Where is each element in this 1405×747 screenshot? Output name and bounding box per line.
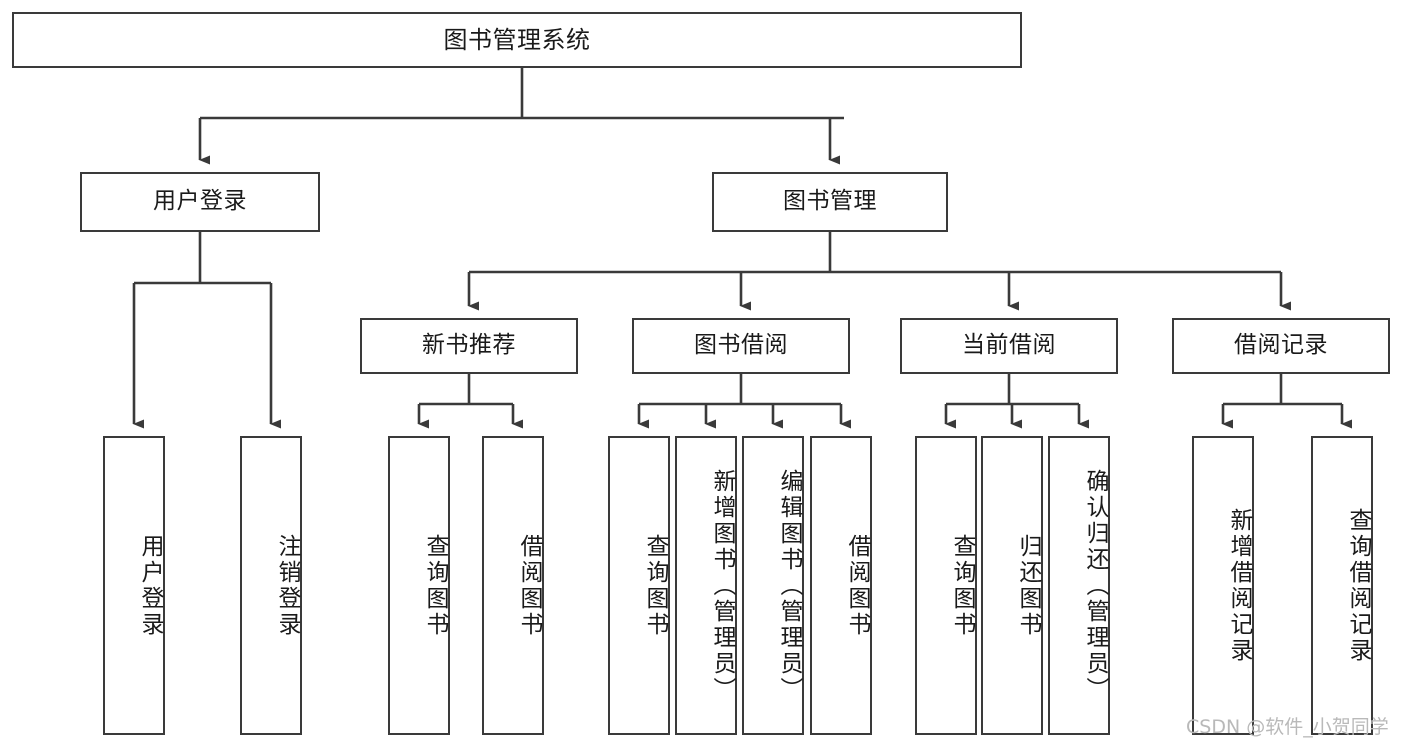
node-leaf-return-book[interactable]: 归还图书 — [981, 436, 1043, 735]
node-book-borrow[interactable]: 图书借阅 — [632, 318, 850, 374]
node-leaf-user-login-label: 用户登录 — [137, 533, 163, 638]
node-root-system[interactable]: 图书管理系统 — [12, 12, 1022, 68]
node-leaf-borrow-book-1-label: 借阅图书 — [516, 533, 542, 638]
node-leaf-logout[interactable]: 注销登录 — [240, 436, 302, 735]
node-leaf-query-book-1-label: 查询图书 — [422, 533, 448, 638]
node-new-book-recommend[interactable]: 新书推荐 — [360, 318, 578, 374]
node-leaf-user-login[interactable]: 用户登录 — [103, 436, 165, 735]
node-user-login-label: 用户登录 — [153, 188, 247, 215]
node-leaf-edit-book-admin-label: 编辑图书（管理员） — [776, 468, 802, 703]
node-book-borrow-label: 图书借阅 — [694, 332, 788, 359]
node-leaf-query-book-2[interactable]: 查询图书 — [608, 436, 670, 735]
node-book-manage[interactable]: 图书管理 — [712, 172, 948, 232]
node-user-login[interactable]: 用户登录 — [80, 172, 320, 232]
node-leaf-add-book-admin-label: 新增图书（管理员） — [709, 468, 735, 703]
node-leaf-query-book-3-label: 查询图书 — [949, 533, 975, 638]
node-leaf-confirm-return-admin-label: 确认归还（管理员） — [1082, 468, 1108, 703]
node-borrow-record-label: 借阅记录 — [1234, 332, 1328, 359]
node-leaf-query-borrow-record[interactable]: 查询借阅记录 — [1311, 436, 1373, 735]
node-leaf-add-book-admin[interactable]: 新增图书（管理员） — [675, 436, 737, 735]
watermark-text: CSDN @软件_小贺同学 — [1186, 716, 1389, 738]
node-leaf-logout-label: 注销登录 — [274, 533, 300, 638]
node-leaf-borrow-book-2-label: 借阅图书 — [844, 533, 870, 638]
node-leaf-return-book-label: 归还图书 — [1015, 533, 1041, 638]
node-leaf-add-borrow-record-label: 新增借阅记录 — [1226, 507, 1252, 664]
node-root-label: 图书管理系统 — [443, 25, 591, 54]
node-leaf-borrow-book-1[interactable]: 借阅图书 — [482, 436, 544, 735]
node-borrow-record[interactable]: 借阅记录 — [1172, 318, 1390, 374]
node-leaf-add-borrow-record[interactable]: 新增借阅记录 — [1192, 436, 1254, 735]
node-leaf-query-borrow-record-label: 查询借阅记录 — [1345, 507, 1371, 664]
node-book-manage-label: 图书管理 — [783, 188, 877, 215]
node-leaf-borrow-book-2[interactable]: 借阅图书 — [810, 436, 872, 735]
node-leaf-query-book-1[interactable]: 查询图书 — [388, 436, 450, 735]
node-current-borrow-label: 当前借阅 — [962, 332, 1056, 359]
node-new-book-recommend-label: 新书推荐 — [422, 332, 516, 359]
node-current-borrow[interactable]: 当前借阅 — [900, 318, 1118, 374]
node-leaf-query-book-3[interactable]: 查询图书 — [915, 436, 977, 735]
node-leaf-query-book-2-label: 查询图书 — [642, 533, 668, 638]
node-leaf-edit-book-admin[interactable]: 编辑图书（管理员） — [742, 436, 804, 735]
node-leaf-confirm-return-admin[interactable]: 确认归还（管理员） — [1048, 436, 1110, 735]
